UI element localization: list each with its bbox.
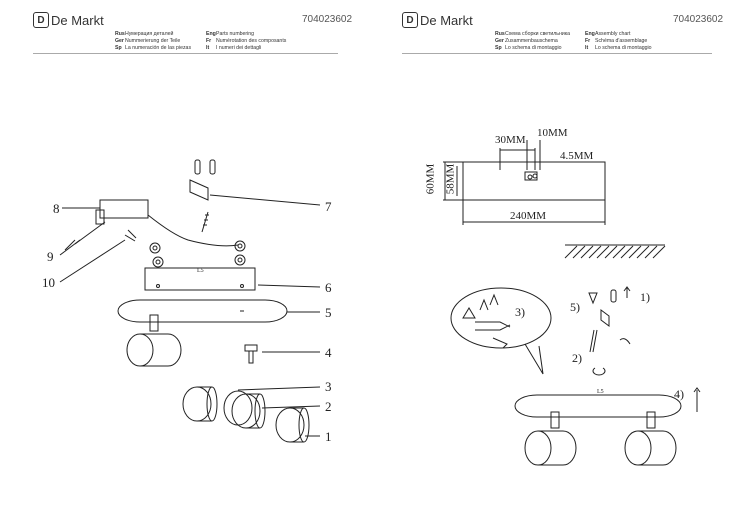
dim-4-5mm: 4.5MM	[560, 150, 594, 162]
brand-badge: D	[33, 12, 49, 28]
callout-3: 3	[325, 379, 332, 394]
callout-7: 7	[325, 199, 332, 214]
brand-name: De Markt	[420, 12, 473, 28]
callout-9: 9	[47, 249, 54, 264]
article-number: 704023602	[302, 14, 353, 25]
assembly-drawing	[443, 140, 701, 466]
dim-60mm: 60MM	[424, 163, 437, 195]
callout-10: 10	[42, 275, 55, 290]
plate-label: L5	[197, 268, 204, 274]
callout-2: 2	[325, 399, 332, 414]
step-1: 1)	[640, 290, 650, 304]
page-parts-numbering: D De Markt 704023602 RusНумерация детале…	[33, 12, 353, 444]
dim-58mm: 58MM	[444, 163, 457, 195]
dim-240mm: 240MM	[510, 210, 547, 222]
page-assembly-chart: D De Markt 704023602 RusСхема сборки све…	[375, 0, 750, 530]
callout-5: 5	[325, 305, 332, 320]
header-col-1: RusНумерация деталей GerNummerierung der…	[115, 31, 192, 51]
dim-10mm: 10MM	[537, 127, 568, 139]
exploded-parts-drawing	[59, 159, 321, 443]
brand-name: De Markt	[51, 12, 104, 28]
brand-logo: D De Markt	[402, 12, 473, 28]
callout-8: 8	[53, 201, 60, 216]
callout-6: 6	[325, 280, 332, 295]
step-4: 4)	[674, 387, 684, 401]
callout-1: 1	[325, 429, 332, 444]
header-rule	[33, 53, 338, 54]
dim-30mm: 30MM	[495, 134, 526, 146]
header-col-1: RusСхема сборки светильника GerZusammenb…	[495, 31, 571, 51]
brand-badge: D	[402, 12, 418, 28]
brand-logo: D De Markt	[33, 12, 104, 28]
callout-4: 4	[325, 345, 332, 360]
plate-label: L5	[597, 389, 604, 395]
header-rule	[402, 53, 712, 54]
article-number: 704023602	[673, 14, 724, 25]
step-3: 3)	[515, 305, 525, 319]
step-2: 2)	[572, 351, 582, 365]
step-5: 5)	[570, 300, 580, 314]
